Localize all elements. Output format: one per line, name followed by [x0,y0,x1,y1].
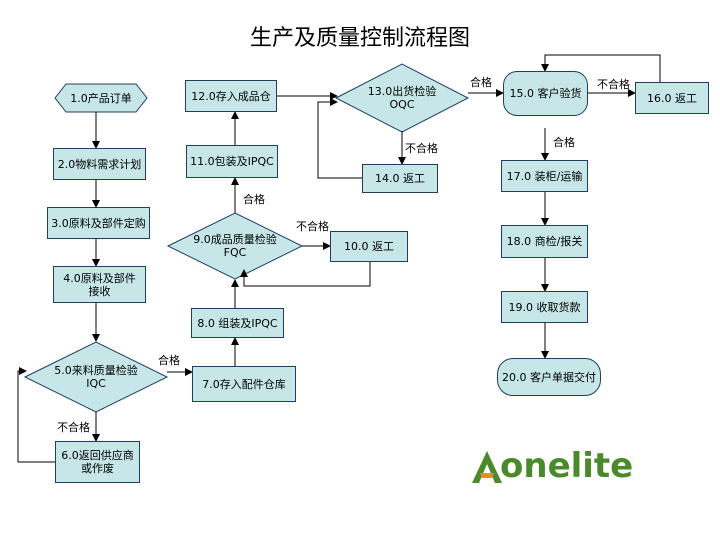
label-pass-9-11: 合格 [243,193,265,206]
label-pass-13-15: 合格 [470,76,492,89]
node-7-parts-warehouse: 7.0存入配件仓库 [192,366,296,402]
aonelite-logo-mark [472,451,502,483]
aonelite-logo-text: onelite [500,446,634,486]
arrow-10-9-loop [240,262,371,287]
node-17-loading: 17.0 装柜/运输 [501,160,588,192]
node-10-rework: 10.0 返工 [330,231,408,262]
arrow-14-13-loop [317,98,362,179]
node-12-finished-warehouse: 12.0存入成品仓 [185,80,277,112]
node-16-rework: 16.0 返工 [635,82,709,114]
node-14-rework: 14.0 返工 [362,164,438,193]
node-9-fqc: 9.0成品质量检验 FQC [193,233,277,259]
node-3-purchase: 3.0原料及部件定购 [47,207,150,239]
node-2-mrp: 2.0物料需求计划 [53,148,146,180]
node-11-packing: 11.0包装及IPQC [186,145,278,178]
node-19-payment: 19.0 收取货款 [501,291,588,323]
label-fail-15-16: 不合格 [597,78,630,91]
arrow-6-5-loop [17,367,55,463]
node-18-customs: 18.0 商检/报关 [501,225,588,258]
node-8-assembly: 8.0 组装及IPQC [191,308,284,338]
label-fail-13-14: 不合格 [405,142,438,155]
node-5-shape [23,341,169,413]
node-4-receive: 4.0原料及部件 接收 [53,266,146,303]
node-13-oqc: 13.0出货检验 OQC [367,85,437,111]
node-20-documents: 20.0 客户单据交付 [497,358,601,396]
label-fail-5-6: 不合格 [57,421,90,434]
label-pass-5-7: 合格 [158,354,180,367]
node-1-shape [54,83,148,113]
node-5-iqc: 5.0来料质量检验 IQC [54,364,138,390]
arrow-16-15-loop [541,54,661,82]
label-pass-15-17: 合格 [553,136,575,149]
node-15-customer-inspection: 15.0 客户验货 [503,71,588,116]
label-fail-9-10: 不合格 [296,220,329,233]
node-13-shape [334,63,470,133]
diagram-title: 生产及质量控制流程图 [249,26,470,51]
node-1-order: 1.0产品订单 [70,91,132,105]
node-6-return-supplier: 6.0返回供应商 或作废 [55,441,140,483]
